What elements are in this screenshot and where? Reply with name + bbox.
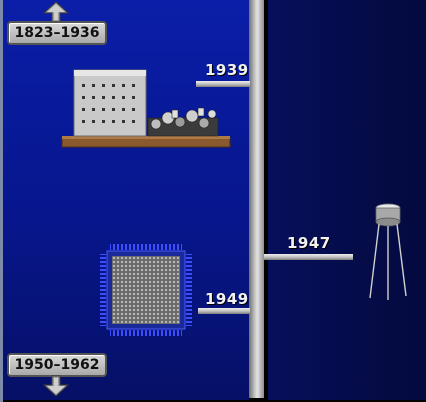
arrow-down-icon bbox=[43, 375, 69, 397]
year-label-1947: 1947 bbox=[287, 234, 331, 252]
next-era-button[interactable]: 1950–1962 bbox=[7, 353, 107, 399]
relay-computer-image[interactable] bbox=[60, 68, 232, 152]
previous-era-button[interactable]: 1823–1936 bbox=[7, 1, 107, 45]
timeline-right-panel bbox=[268, 0, 426, 400]
timeline-branch-1947 bbox=[264, 254, 353, 260]
year-label-1949: 1949 bbox=[205, 290, 249, 308]
next-era-label: 1950–1962 bbox=[7, 353, 107, 377]
timeline-branch-1949 bbox=[198, 308, 250, 314]
timeline-spine bbox=[249, 0, 264, 398]
timeline-left-panel bbox=[3, 0, 249, 400]
previous-era-label: 1823–1936 bbox=[7, 21, 107, 45]
arrow-up-icon bbox=[43, 1, 69, 23]
transistor-image[interactable] bbox=[366, 200, 410, 304]
left-frame-edge bbox=[0, 0, 3, 402]
microchip-image[interactable] bbox=[100, 244, 192, 336]
year-label-1939: 1939 bbox=[205, 61, 249, 79]
timeline-branch-1939 bbox=[196, 81, 250, 87]
